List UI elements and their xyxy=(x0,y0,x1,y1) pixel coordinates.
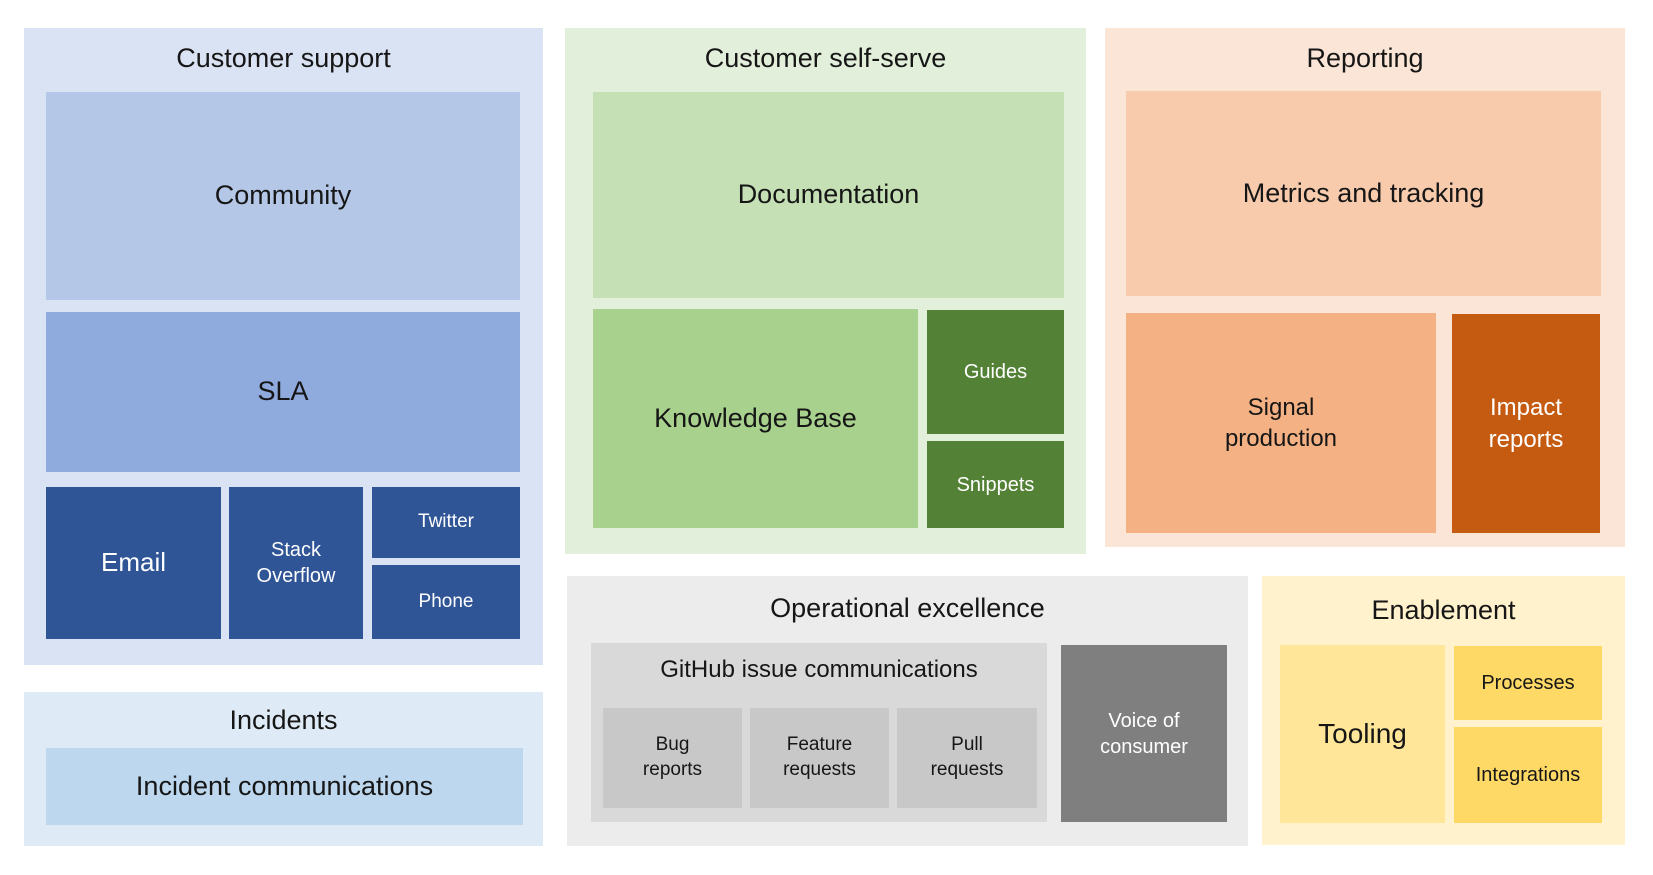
block-guides: Guides xyxy=(927,310,1064,434)
block-pull-requests: Pull requests xyxy=(897,708,1037,808)
block-incident-communications: Incident communications xyxy=(46,748,523,825)
block-tooling: Tooling xyxy=(1280,645,1445,823)
panel-incidents: Incidents Incident communications xyxy=(24,692,543,846)
panel-enablement: Enablement Tooling Processes Integration… xyxy=(1262,576,1625,845)
incidents-title: Incidents xyxy=(229,705,338,735)
block-metrics-and-tracking: Metrics and tracking xyxy=(1126,91,1601,296)
operational-excellence-title: Operational excellence xyxy=(770,593,1045,623)
block-voice-of-consumer: Voice of consumer xyxy=(1061,645,1227,822)
block-twitter: Twitter xyxy=(372,487,520,558)
block-snippets: Snippets xyxy=(927,441,1064,528)
customer-support-title: Customer support xyxy=(176,43,391,73)
block-documentation: Documentation xyxy=(593,92,1064,298)
block-phone: Phone xyxy=(372,565,520,639)
panel-operational-excellence: Operational excellence GitHub issue comm… xyxy=(567,576,1248,846)
block-email: Email xyxy=(46,487,221,639)
block-stack-overflow: Stack Overflow xyxy=(229,487,363,639)
block-impact-reports: Impact reports xyxy=(1452,314,1600,533)
block-feature-requests: Feature requests xyxy=(750,708,889,808)
panel-customer-self-serve: Customer self-serve Documentation Knowle… xyxy=(565,28,1086,554)
customer-self-serve-title: Customer self-serve xyxy=(704,43,947,73)
block-sla: SLA xyxy=(46,312,520,472)
enablement-title: Enablement xyxy=(1371,595,1516,625)
block-processes: Processes xyxy=(1454,646,1602,720)
block-knowledge-base: Knowledge Base xyxy=(593,309,918,528)
reporting-title: Reporting xyxy=(1306,43,1424,73)
panel-customer-support: Customer support Community SLA Email Sta… xyxy=(24,28,543,665)
block-integrations: Integrations xyxy=(1454,727,1602,823)
subpanel-github-issue-communications: GitHub issue communications Bug reports … xyxy=(591,643,1047,822)
block-signal-production: Signal production xyxy=(1126,313,1436,533)
block-community: Community xyxy=(46,92,520,300)
block-bug-reports: Bug reports xyxy=(603,708,742,808)
github-issue-communications-title: GitHub issue communications xyxy=(660,656,978,683)
panel-reporting: Reporting Metrics and tracking Signal pr… xyxy=(1105,28,1625,547)
